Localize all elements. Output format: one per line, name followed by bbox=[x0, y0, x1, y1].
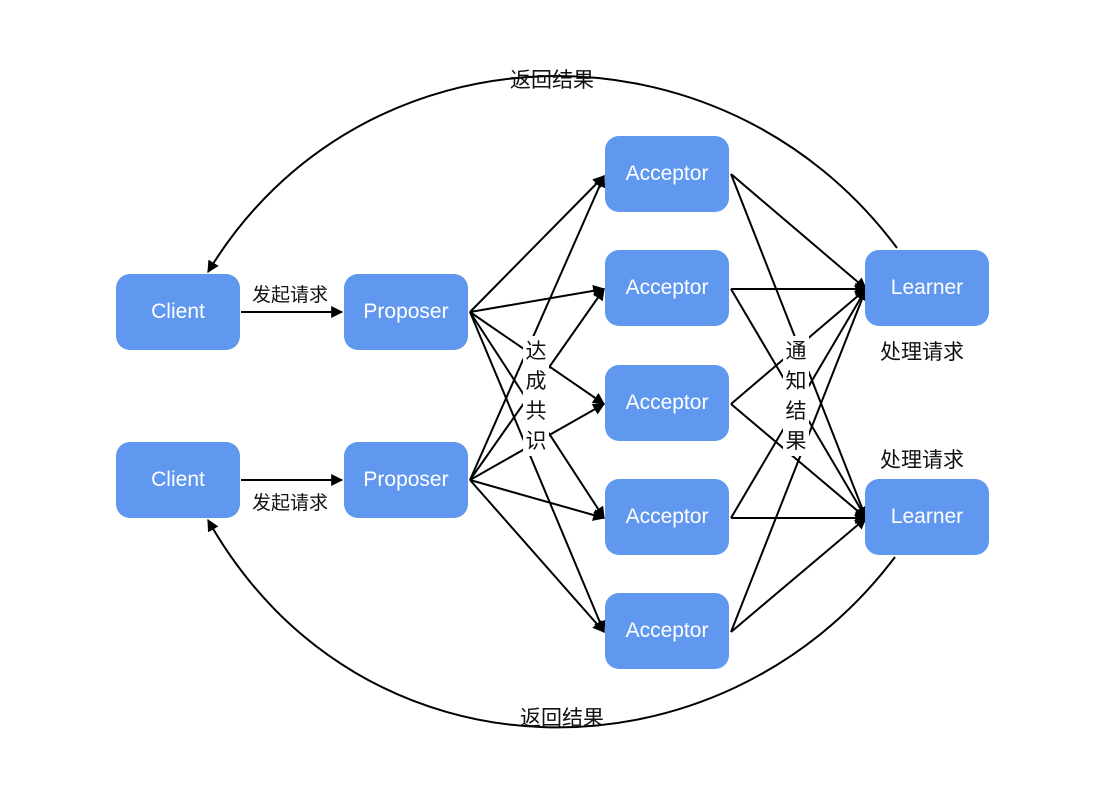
acceptor-node-5: Acceptor bbox=[605, 593, 729, 669]
acceptor-node-4: Acceptor bbox=[605, 479, 729, 555]
reach-consensus-label: 达 成 共 识 bbox=[523, 336, 549, 456]
notify-result-char: 知 bbox=[785, 369, 807, 393]
reach-consensus-char: 成 bbox=[525, 369, 547, 393]
edge-proposer-to-acceptor bbox=[469, 479, 606, 521]
send-request-label-1: 发起请求 bbox=[252, 284, 329, 306]
client-node-1: Client bbox=[116, 274, 240, 350]
notify-result-char: 结 bbox=[785, 399, 807, 423]
edge-learner-to-client bbox=[207, 518, 896, 729]
return-result-label-top: 返回结果 bbox=[510, 68, 594, 92]
edge-acceptor-to-learner bbox=[730, 173, 867, 290]
learner-node-1: Learner bbox=[865, 250, 989, 326]
acceptor-node-3: Acceptor bbox=[605, 365, 729, 441]
acceptor-node-2: Acceptor bbox=[605, 250, 729, 326]
send-request-label-2: 发起请求 bbox=[252, 492, 329, 514]
edge-proposer-to-acceptor bbox=[469, 174, 606, 481]
notify-result-char: 通 bbox=[785, 339, 807, 363]
return-result-label-bottom: 返回结果 bbox=[520, 706, 604, 730]
edge-proposer-to-acceptor bbox=[469, 311, 606, 634]
acceptor-node-1: Acceptor bbox=[605, 136, 729, 212]
proposer-node-2: Proposer bbox=[344, 442, 468, 518]
notify-result-char: 果 bbox=[785, 429, 807, 453]
notify-result-label: 通 知 结 果 bbox=[783, 336, 809, 456]
edge-acceptor-to-learner bbox=[730, 517, 867, 633]
learner-node-2: Learner bbox=[865, 479, 989, 555]
edge-acceptor-to-learner bbox=[730, 287, 868, 633]
reach-consensus-char: 共 bbox=[525, 399, 547, 423]
process-request-label-1: 处理请求 bbox=[880, 340, 964, 364]
edge-proposer-to-acceptor bbox=[469, 479, 605, 633]
edge-proposer-to-acceptor bbox=[469, 175, 605, 313]
reach-consensus-char: 识 bbox=[525, 429, 547, 453]
edge-learner-to-client bbox=[207, 75, 898, 274]
edge-proposer-to-acceptor bbox=[469, 284, 606, 313]
process-request-label-2: 处理请求 bbox=[880, 448, 964, 472]
client-node-2: Client bbox=[116, 442, 240, 518]
proposer-node-1: Proposer bbox=[344, 274, 468, 350]
reach-consensus-char: 达 bbox=[525, 339, 547, 363]
